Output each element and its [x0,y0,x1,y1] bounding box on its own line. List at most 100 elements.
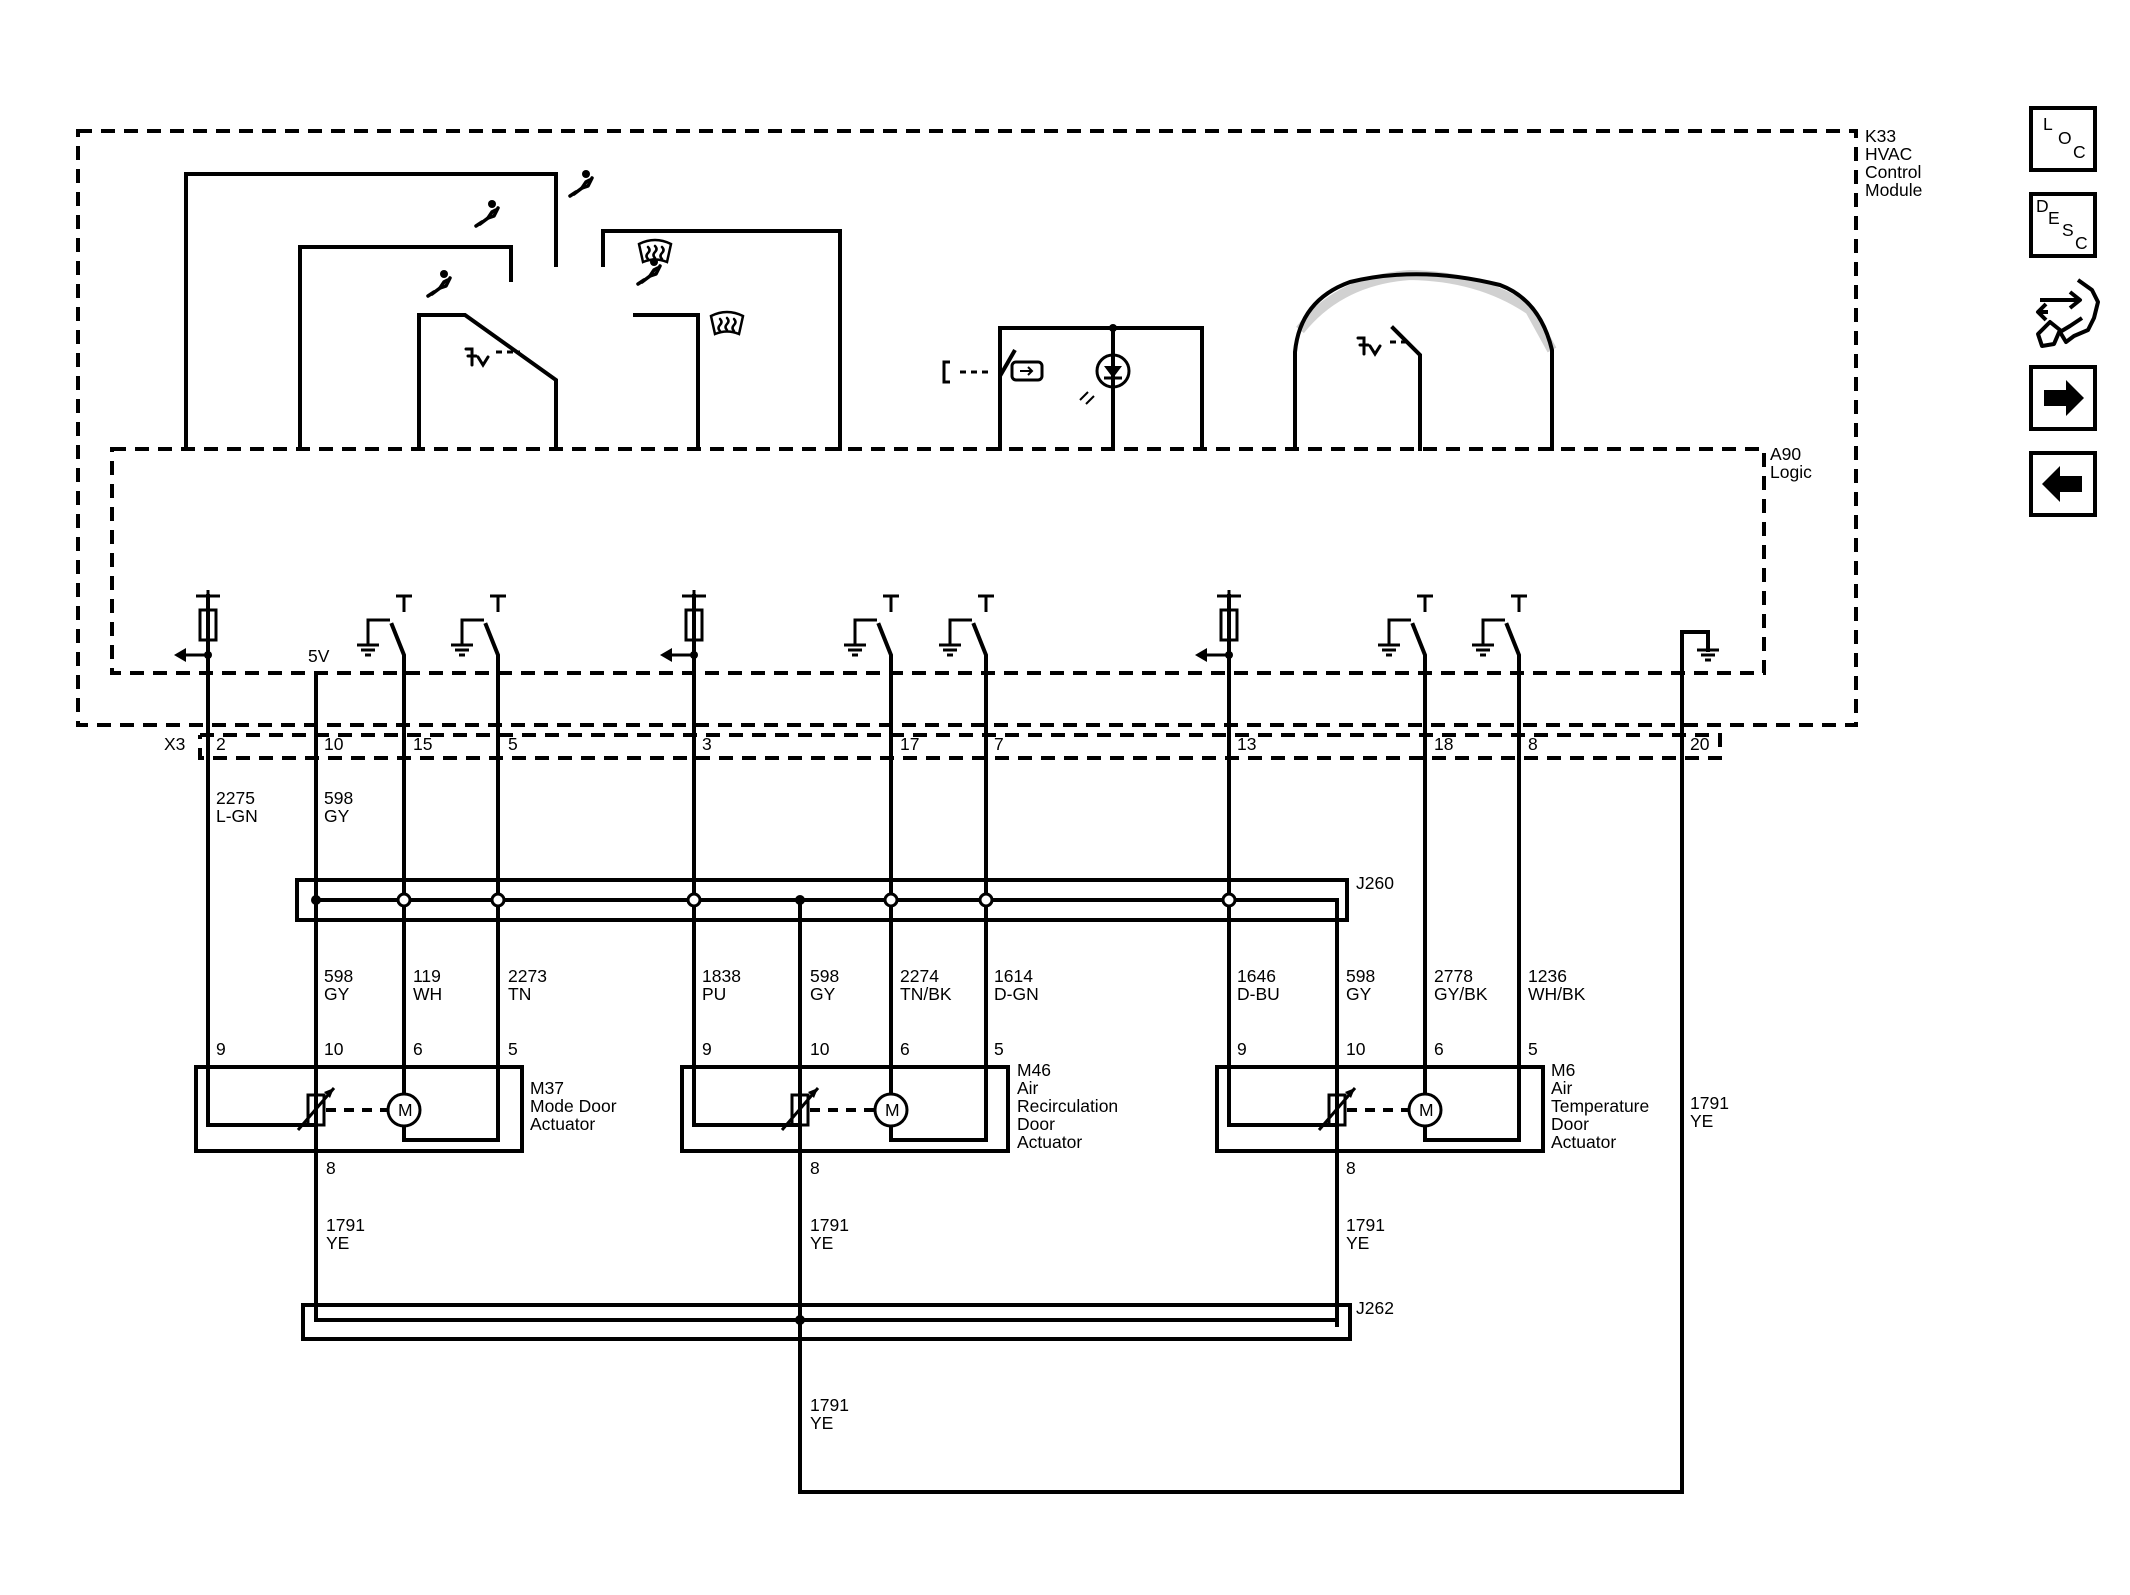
pin-5: 5 [508,734,518,754]
svg-text:E: E [2048,208,2060,228]
temperature-position-sensor-icon [1356,336,1382,356]
m37-motor-symbol: M [398,1100,413,1120]
svg-text:YE: YE [810,1413,833,1433]
svg-text:1791: 1791 [326,1215,365,1235]
back-arrow-icon[interactable] [2029,451,2097,517]
j262-splice [301,1149,1684,1494]
m46-line2: Recirculation [1017,1096,1118,1116]
svg-text:9: 9 [216,1039,226,1059]
k33-line3: Module [1865,180,1922,200]
svg-text:9: 9 [702,1039,712,1059]
pin-15: 15 [413,734,432,754]
bottom-wire-labels: 1791 YE 1791 YE 1791 YE 1791 YE 1791 YE [326,1093,1729,1433]
j260-label: J260 [1356,873,1394,893]
svg-text:2778: 2778 [1434,966,1473,986]
svg-text:D: D [2036,196,2049,216]
a90-logic-outline [110,447,1766,675]
svg-text:GY: GY [1346,984,1372,1004]
svg-text:YE: YE [810,1233,833,1253]
svg-text:6: 6 [900,1039,910,1059]
m37-id: M37 [530,1078,564,1098]
svg-text:10: 10 [810,1039,830,1059]
m6-line1: Air [1551,1078,1573,1098]
m6-motor-symbol: M [1419,1100,1434,1120]
svg-text:1838: 1838 [702,966,741,986]
svg-text:YE: YE [326,1233,349,1253]
svg-text:S: S [2062,220,2074,240]
m37-line2: Actuator [530,1114,595,1134]
svg-text:YE: YE [1346,1233,1369,1253]
svg-text:8: 8 [810,1158,820,1178]
svg-text:C: C [2073,142,2086,162]
svg-text:10: 10 [1346,1039,1366,1059]
svg-text:D-GN: D-GN [994,984,1039,1004]
k33-line2: Control [1865,162,1921,182]
m6-line3: Door [1551,1114,1589,1134]
m46-line3: Door [1017,1114,1055,1134]
svg-text:2273: 2273 [508,966,547,986]
pin-13: 13 [1237,734,1256,754]
wire-2275-color: L-GN [216,806,258,826]
svg-text:WH: WH [413,984,442,1004]
k33-line1: HVAC [1865,144,1912,164]
pin-8: 8 [1528,734,1538,754]
svg-text:9: 9 [1237,1039,1247,1059]
m6-line4: Actuator [1551,1132,1616,1152]
svg-text:1614: 1614 [994,966,1033,986]
svg-text:1791: 1791 [810,1395,849,1415]
svg-text:YE: YE [1690,1111,1713,1131]
svg-text:GY/BK: GY/BK [1434,984,1488,1004]
recirculation-switch [942,324,1204,451]
desc-button[interactable]: D E S C [2029,192,2097,258]
svg-text:TN/BK: TN/BK [900,984,952,1004]
pin-10: 10 [324,734,344,754]
component-views-icon[interactable] [2036,278,2100,348]
pin-18: 18 [1434,734,1453,754]
wire-598-color: GY [324,806,350,826]
svg-text:PU: PU [702,984,726,1004]
pin-20: 20 [1690,734,1710,754]
j262-label: J262 [1356,1298,1394,1318]
a90-name: Logic [1770,462,1812,482]
svg-text:D-BU: D-BU [1237,984,1280,1004]
k33-id: K33 [1865,126,1896,146]
m46-id: M46 [1017,1060,1051,1080]
svg-text:6: 6 [413,1039,423,1059]
m6-actuator [1215,1065,1545,1153]
wire-598-num: 598 [324,788,353,808]
a90-id: A90 [1770,444,1801,464]
m46-line4: Actuator [1017,1132,1082,1152]
mode-switch-lines [184,172,842,451]
actuator-pin-labels: 9 10 6 5 8 9 10 6 5 8 9 10 6 5 8 [216,1039,1538,1178]
m6-line2: Temperature [1551,1096,1649,1116]
svg-text:8: 8 [326,1158,336,1178]
svg-text:1791: 1791 [1690,1093,1729,1113]
defrost-floor-windshield-icon [637,238,673,264]
m46-motor-symbol: M [885,1100,900,1120]
svg-text:5: 5 [994,1039,1004,1059]
svg-text:C: C [2075,233,2088,253]
svg-text:TN: TN [508,984,531,1004]
x3-connector-outline [198,733,1722,760]
loc-button[interactable]: L O C [2029,106,2097,172]
svg-text:WH/BK: WH/BK [1528,984,1586,1004]
pin-7: 7 [994,734,1004,754]
svg-text:598: 598 [324,966,353,986]
face-vent-icon [568,168,594,198]
svg-text:598: 598 [1346,966,1375,986]
a90-internal-circuits [174,590,1721,1494]
m6-id: M6 [1551,1060,1575,1080]
pin-3: 3 [702,734,712,754]
supply-5v-label: 5V [308,646,330,666]
m46-line1: Air [1017,1078,1039,1098]
m37-line1: Mode Door [530,1096,617,1116]
forward-arrow-icon[interactable] [2029,365,2097,431]
svg-text:5: 5 [508,1039,518,1059]
svg-text:2274: 2274 [900,966,939,986]
svg-text:119: 119 [413,966,441,986]
temperature-door-switch [1293,269,1557,451]
mode-position-sensor-icon [464,347,490,367]
k33-module-outline [76,129,1858,727]
svg-text:5: 5 [1528,1039,1538,1059]
